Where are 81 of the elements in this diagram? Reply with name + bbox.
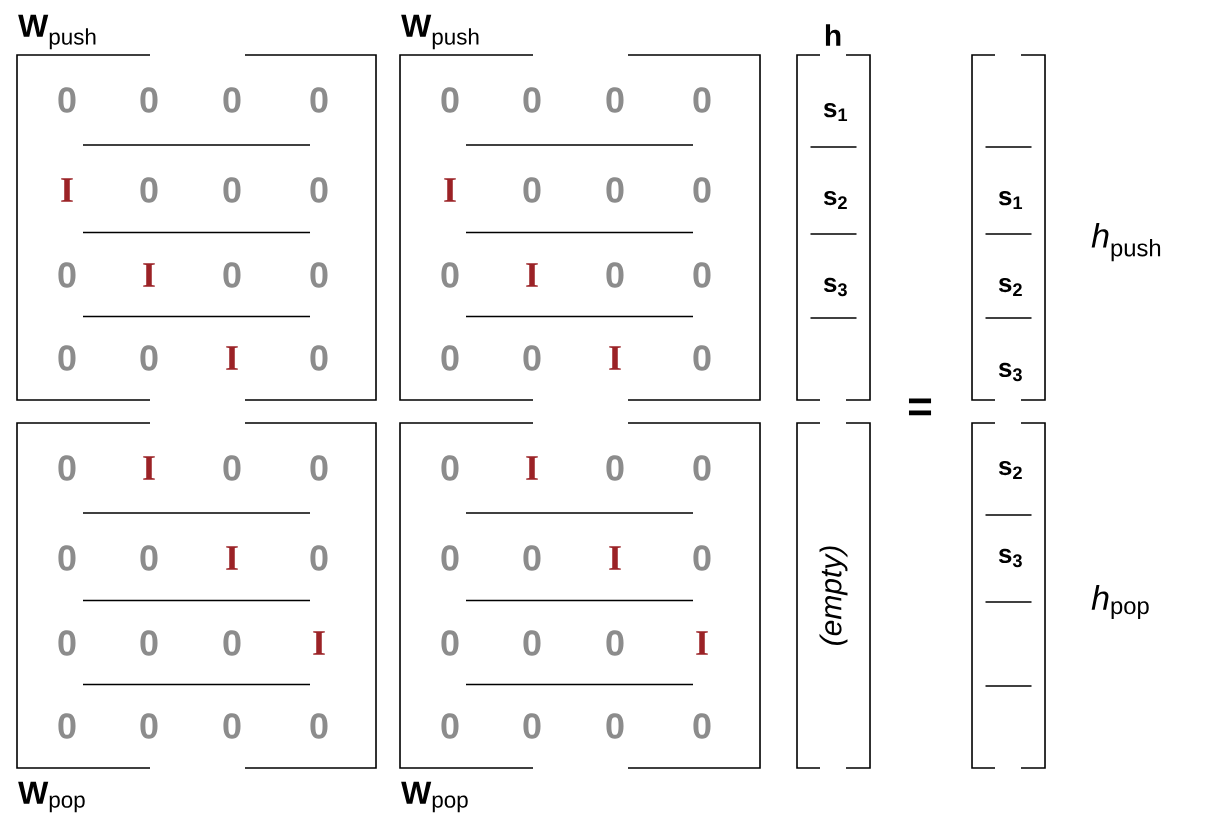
matrix-entry: 0	[58, 345, 76, 371]
matrix-entry: 0	[223, 713, 241, 739]
matrix-entry: 0	[523, 713, 541, 739]
matrix-entry: I	[609, 546, 621, 570]
matrix-entry: 0	[693, 713, 711, 739]
matrix-entry: 0	[310, 177, 328, 203]
vector-entry: s$_{1}$	[998, 191, 1023, 209]
vector-label: h$_{pop}$	[1091, 585, 1149, 619]
matrix-entry: 0	[310, 545, 328, 571]
matrix-entry: I	[313, 631, 325, 655]
matrix-entry: 0	[606, 87, 624, 113]
vector-entry: s$_{3}$	[998, 548, 1022, 568]
matrix-entry: 0	[223, 177, 241, 203]
matrix-entry: 0	[441, 87, 459, 113]
matrix-entry: I	[696, 631, 708, 655]
vector-entry: s$_{1}$	[823, 103, 848, 121]
vector-entry: s$_{3}$	[998, 362, 1022, 382]
matrix-entry: 0	[140, 87, 158, 113]
matrix-entry: 0	[58, 545, 76, 571]
matrix-entry: 0	[693, 455, 711, 481]
matrix-entry: 0	[310, 713, 328, 739]
matrix-entry: 0	[140, 713, 158, 739]
matrix-entry: 0	[140, 177, 158, 203]
matrix-entry: 0	[223, 630, 241, 656]
matrix-entry: I	[609, 346, 621, 370]
matrix-entry: 0	[441, 345, 459, 371]
matrix-entry: 0	[523, 345, 541, 371]
matrix-entry: 0	[523, 177, 541, 203]
matrix-entry: 0	[606, 262, 624, 288]
matrix-entry: I	[226, 346, 238, 370]
matrix-entry: 0	[441, 630, 459, 656]
matrix-entry: 0	[58, 713, 76, 739]
matrix-label: W$_{pop}$	[18, 781, 85, 813]
matrix-entry: 0	[523, 545, 541, 571]
matrix-entry: 0	[441, 262, 459, 288]
matrix-entry: 0	[693, 87, 711, 113]
matrix-entry: 0	[58, 630, 76, 656]
vector-entry: (empty)	[819, 546, 848, 645]
matrix-entry: 0	[58, 262, 76, 288]
matrix-entry: I	[226, 546, 238, 570]
matrix-label: W$_{push}$	[401, 14, 479, 50]
matrix-label: W$_{pop}$	[401, 781, 468, 813]
matrix-entry: I	[444, 178, 456, 202]
matrix-entry: 0	[693, 545, 711, 571]
matrix-label: W$_{push}$	[18, 14, 96, 50]
matrix-entry: 0	[223, 455, 241, 481]
matrix-entry: 0	[310, 262, 328, 288]
vector-entry: s$_{2}$	[823, 190, 847, 210]
matrix-entry: I	[61, 178, 73, 202]
matrix-entry: 0	[693, 345, 711, 371]
matrix-entry: 0	[441, 545, 459, 571]
vector-entry: s$_{2}$	[998, 460, 1022, 480]
matrix-entry: 0	[606, 713, 624, 739]
matrix-entry: 0	[523, 87, 541, 113]
matrix-entry: I	[526, 263, 538, 287]
matrix-entry: 0	[606, 455, 624, 481]
vector-entry: s$_{2}$	[998, 277, 1022, 297]
matrix-entry: 0	[223, 262, 241, 288]
matrix-entry: I	[143, 456, 155, 480]
matrix-entry: 0	[693, 177, 711, 203]
matrix-entry: 0	[58, 455, 76, 481]
matrix-entry: 0	[140, 545, 158, 571]
matrix-entry: 0	[441, 455, 459, 481]
matrix-entry: 0	[693, 262, 711, 288]
vector-entry: s$_{3}$	[823, 277, 847, 297]
matrix-entry: 0	[310, 87, 328, 113]
matrix-entry: 0	[223, 87, 241, 113]
vector-label: h	[825, 24, 841, 46]
matrix-entry: 0	[58, 87, 76, 113]
vector-label: h$_{push}$	[1091, 222, 1161, 262]
matrix-entry: I	[143, 263, 155, 287]
matrix-entry: 0	[606, 630, 624, 656]
matrix-entry: 0	[310, 345, 328, 371]
matrix-entry: 0	[523, 630, 541, 656]
matrix-entry: 0	[441, 713, 459, 739]
equals-sign: =	[909, 398, 932, 416]
matrix-entry: 0	[606, 177, 624, 203]
matrix-entry: 0	[310, 455, 328, 481]
matrix-entry: 0	[140, 345, 158, 371]
matrix-entry: 0	[140, 630, 158, 656]
matrix-entry: I	[526, 456, 538, 480]
